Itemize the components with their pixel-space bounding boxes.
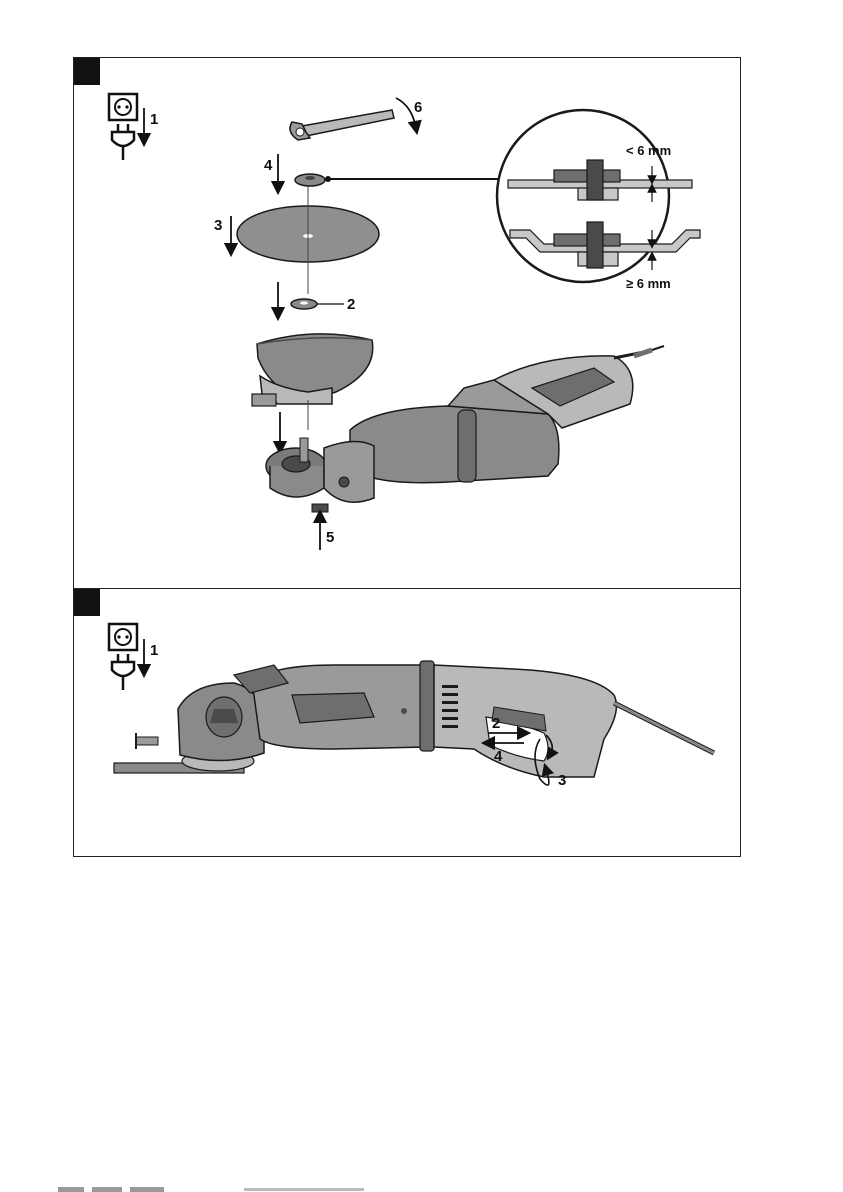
socket-icon xyxy=(109,624,137,650)
callout-3: 3 xyxy=(214,217,222,234)
plug-icon xyxy=(112,654,134,690)
callout-5: 5 xyxy=(326,529,334,546)
figure-1-panel: 1 6 4 3 2 xyxy=(73,57,741,589)
angle-grinder-side-view xyxy=(114,661,714,777)
callout-4: 4 xyxy=(264,157,273,174)
figure-2-panel: 1 xyxy=(73,589,741,857)
figure-1-illustration: 1 6 4 3 2 xyxy=(74,58,742,590)
callout-1: 1 xyxy=(150,111,158,128)
callout-1: 1 xyxy=(150,642,158,659)
callout-2: 2 xyxy=(492,715,500,732)
callout-3: 3 xyxy=(558,772,566,789)
figure-2-illustration: 1 xyxy=(74,589,742,857)
callout-6: 6 xyxy=(414,99,422,116)
figure-2-number-box xyxy=(74,589,100,616)
disc-guard xyxy=(252,334,373,406)
detail-label-less-than-6mm: < 6 mm xyxy=(626,143,671,158)
rotate-arrow-icon xyxy=(396,98,416,128)
plug-icon xyxy=(112,124,134,160)
figure-1-number-box xyxy=(74,58,100,85)
wrench-icon xyxy=(290,110,394,140)
flange-detail-magnifier: < 6 mm ≥ 6 mm xyxy=(497,110,700,291)
callout-2: 2 xyxy=(347,296,355,313)
cropped-footer xyxy=(0,1186,843,1192)
detail-label-at-least-6mm: ≥ 6 mm xyxy=(626,276,671,291)
socket-icon xyxy=(109,94,137,120)
callout-4: 4 xyxy=(494,748,503,765)
